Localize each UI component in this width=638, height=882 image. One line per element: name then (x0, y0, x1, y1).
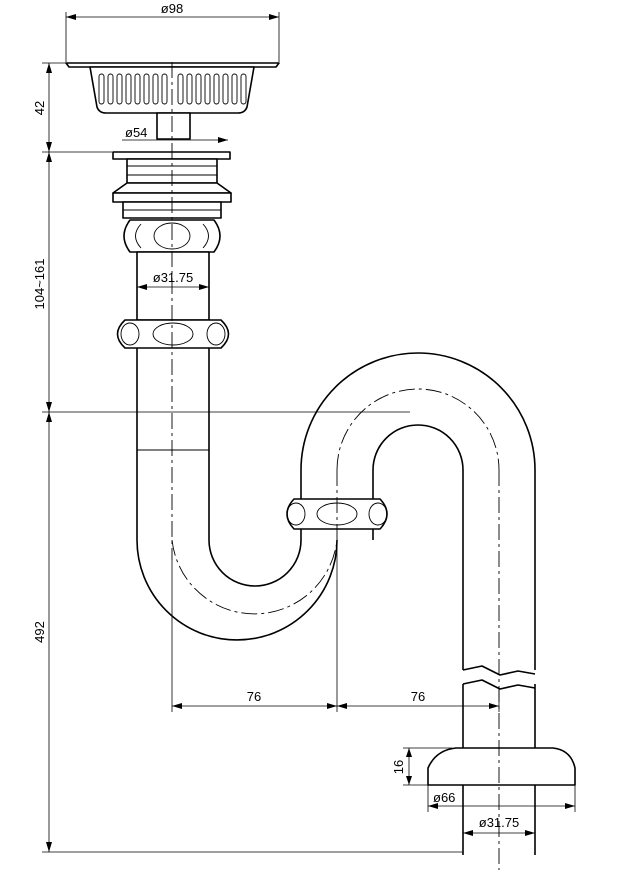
lower-slip-nut (116, 319, 230, 349)
dimension-wall-pipe-diameter: ø31.75 (463, 815, 535, 836)
dimension-tailpiece-diameter: ø31.75 (137, 270, 209, 290)
label-flange-diameter: ø54 (125, 125, 147, 140)
dimension-trap-offsets: 76 76 (171, 540, 500, 712)
dimension-escutcheon-diameter: ø66 (427, 785, 576, 812)
label-adjustable-length: 104~161 (32, 259, 47, 310)
label-overall-height: 492 (32, 621, 47, 643)
label-trap-offset-left: 76 (247, 689, 261, 704)
s-trap-tube (136, 348, 536, 750)
label-tailpiece-diameter: ø31.75 (153, 270, 193, 285)
label-trap-offset-right: 76 (411, 689, 425, 704)
tailpiece-pipe (136, 251, 210, 321)
label-wall-pipe-diameter: ø31.75 (479, 815, 519, 830)
dimension-overall-height: 492 (32, 412, 463, 853)
dimension-escutcheon-height: 16 (391, 747, 452, 786)
trap-coupling-nut (286, 498, 388, 530)
label-escutcheon-diameter: ø66 (433, 790, 455, 805)
strainer-basket (65, 62, 280, 140)
label-strainer-diameter: ø98 (161, 1, 183, 16)
wall-escutcheon (427, 747, 576, 855)
dimension-adjustable-length: 104~161 (32, 152, 410, 413)
dimension-strainer-diameter: ø98 (65, 1, 280, 62)
dimension-strainer-height: 42 (32, 62, 112, 153)
center-lines (171, 62, 500, 870)
dimension-flange-diameter: ø54 (122, 125, 228, 143)
label-strainer-height: 42 (32, 101, 47, 115)
label-escutcheon-height: 16 (391, 760, 406, 774)
